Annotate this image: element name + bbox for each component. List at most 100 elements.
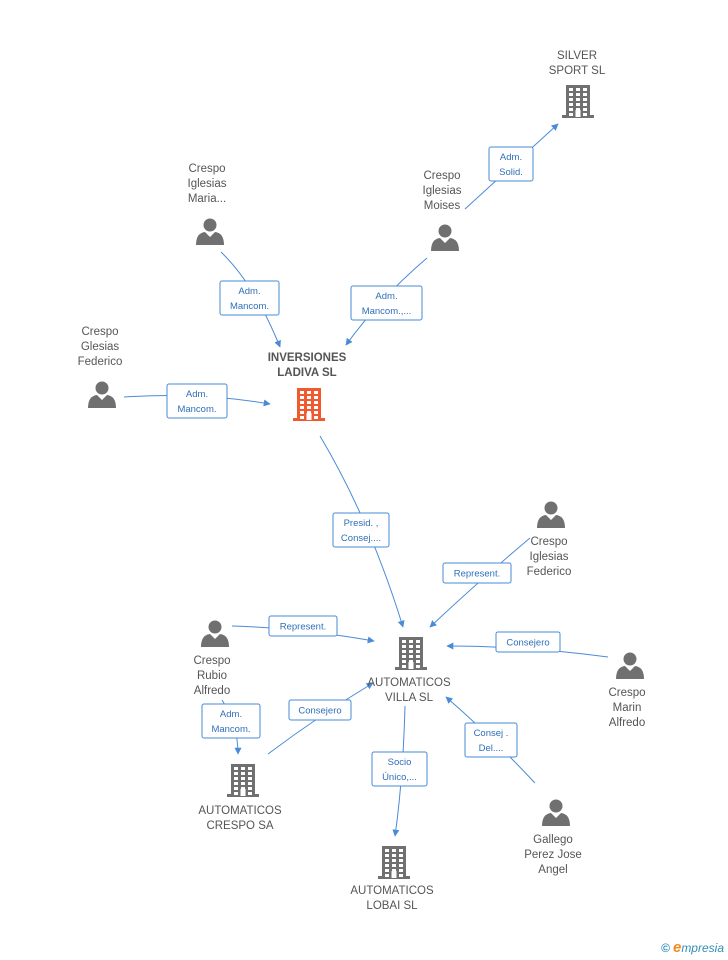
brand-name: mpresia [681, 941, 724, 955]
node-maria[interactable]: CrespoIglesiasMaria... [188, 163, 227, 245]
node-label: Crespo [530, 536, 567, 548]
edge-label-frame [268, 615, 338, 637]
node-label: Perez Jose [524, 849, 582, 861]
copyright-symbol: © [661, 941, 670, 955]
node-label: Iglesias [188, 178, 227, 190]
edge-label-text: Solid. [499, 167, 523, 178]
node-label: Federico [78, 356, 123, 368]
edge-label-text: Del.... [479, 743, 504, 754]
edge-label-frame [288, 699, 352, 721]
edge-label-box[interactable]: SocioÚnico,... [371, 751, 428, 787]
node-label: Glesias [81, 341, 120, 353]
edge-gallego-to-villa: Consej . Del.... [445, 696, 536, 784]
node-label: AUTOMATICOS [367, 677, 451, 689]
node-label: CRESPO SA [206, 820, 273, 832]
person-icon [196, 218, 224, 245]
node-label: Gallego [533, 834, 573, 846]
edge-label-box[interactable]: Consejero [288, 699, 352, 721]
node-label: Alfredo [609, 717, 645, 729]
edge-label-box[interactable]: Adm.Mancom.,... [350, 285, 423, 321]
edge-label-box[interactable]: Adm. Mancom. [166, 383, 228, 419]
edge-label-text: Consej . [474, 728, 509, 739]
building-icon [378, 846, 410, 879]
edge-maria-to-ladiva: Adm. Mancom. [219, 251, 281, 348]
person-icon [537, 501, 565, 528]
edge-label-frame [166, 383, 228, 419]
node-label: Crespo [423, 170, 460, 182]
edge-label-text: Adm. [220, 709, 242, 720]
node-label: Alfredo [194, 685, 230, 697]
edge-label-box[interactable]: Consejero [495, 631, 561, 653]
edge-label-box[interactable]: Represent. [442, 562, 512, 584]
node-label: SPORT SL [549, 65, 606, 77]
edge-ladiva-to-villa: Presid. ,Consej.... [319, 435, 405, 628]
node-label: Marin [613, 702, 642, 714]
edge-label-text: Mancom. [230, 301, 269, 312]
node-label: Iglesias [423, 185, 462, 197]
node-crespo_sa[interactable]: AUTOMATICOS CRESPO SA [198, 764, 282, 832]
edge-label-text: Adm. [500, 152, 522, 163]
building-icon [293, 388, 325, 421]
edge-label-text: Mancom. [177, 404, 216, 415]
edge-label-text: Adm. [238, 286, 260, 297]
node-label: Federico [527, 566, 572, 578]
edge-moises-to-silver: Adm. Solid. [464, 123, 559, 210]
edge-label-frame [350, 285, 423, 321]
node-label: Angel [538, 864, 567, 876]
node-silver[interactable]: SILVER SPORT SL [549, 50, 606, 118]
edge-label-box[interactable]: Presid. ,Consej.... [332, 512, 390, 548]
edge-label-text: Consejero [506, 638, 549, 649]
edge-label-box[interactable]: Adm. Mancom. [201, 703, 261, 739]
edge-label-frame [219, 280, 280, 316]
edge-marin-to-villa: Consejero [446, 631, 609, 658]
node-label: AUTOMATICOS [198, 805, 282, 817]
edge-label-text: Represent. [280, 622, 326, 633]
node-label: Rubio [197, 670, 227, 682]
edge-label-text: Mancom.,... [362, 306, 412, 317]
building-icon [227, 764, 259, 797]
edge-label-frame [201, 703, 261, 739]
node-label: AUTOMATICOS [350, 885, 434, 897]
edge-label-text: Adm. [186, 389, 208, 400]
node-label: SILVER [557, 50, 597, 62]
edge-label-box[interactable]: Adm. Solid. [488, 146, 534, 182]
node-label: Iglesias [530, 551, 569, 563]
edge-label-frame [488, 146, 534, 182]
node-label: LADIVA SL [277, 367, 336, 379]
edge-label-text: Mancom. [211, 724, 250, 735]
edge-label-box[interactable]: Adm. Mancom. [219, 280, 280, 316]
brand-initial: e [672, 939, 682, 956]
node-villa[interactable]: AUTOMATICOS VILLA SL [367, 637, 451, 704]
edge-label-frame [464, 722, 518, 758]
person-icon [542, 799, 570, 826]
person-icon [201, 620, 229, 647]
edge-rubio-to-villa: Represent. [231, 615, 375, 644]
edge-crespo_sa-to-villa: Consejero [267, 682, 374, 755]
node-label: VILLA SL [385, 692, 434, 704]
edge-label-box[interactable]: Represent. [268, 615, 338, 637]
edges-layer: Adm.Solid.Adm.Mancom.Adm.Mancom.,...Adm.… [123, 123, 609, 837]
edge-label-text: Presid. , [344, 518, 379, 529]
node-label: Crespo [193, 655, 230, 667]
node-label: LOBAI SL [366, 900, 418, 912]
person-icon [88, 381, 116, 408]
node-label: Maria... [188, 193, 226, 205]
edge-glesias-to-ladiva: Adm. Mancom. [123, 383, 271, 419]
edge-label-text: Único,... [382, 772, 417, 783]
person-icon [431, 224, 459, 251]
footer-brand: ©empresia [661, 939, 724, 956]
building-icon [562, 85, 594, 118]
edge-label-box[interactable]: Consej . Del.... [464, 722, 518, 758]
edge-label-text: Socio [388, 757, 412, 768]
node-lobai[interactable]: AUTOMATICOS LOBAI SL [350, 846, 434, 912]
node-label: Crespo [81, 326, 118, 338]
